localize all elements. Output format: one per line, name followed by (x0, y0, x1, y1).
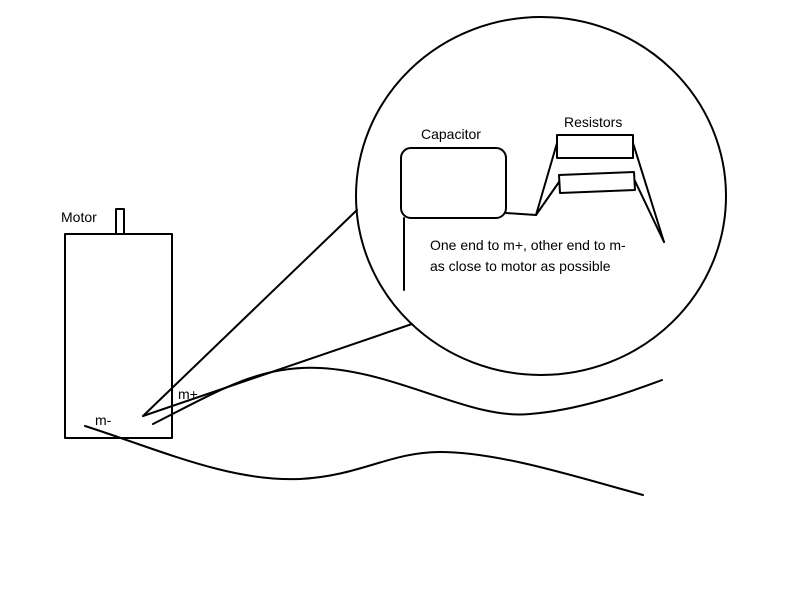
wire-m-minus (84, 425, 644, 496)
note-line-2: as close to motor as possible (430, 258, 611, 274)
note-line-1: One end to m+, other end to m- (430, 237, 626, 253)
resistor-bottom (558, 171, 636, 194)
capacitor-lead-right (505, 212, 537, 216)
m-minus-label: m- (95, 412, 112, 428)
magnifier-line-upper (142, 209, 358, 417)
motor-label: Motor (61, 209, 97, 225)
motor-body (64, 233, 173, 439)
resistor-top (556, 134, 634, 159)
resistor-top-left-lead (535, 142, 558, 216)
capacitor-label: Capacitor (421, 126, 481, 142)
resistor-top-right-lead (632, 142, 665, 243)
resistors-label: Resistors (564, 114, 622, 130)
resistor-bottom-left-lead (535, 181, 560, 216)
capacitor (400, 147, 507, 219)
motor-shaft (115, 208, 125, 235)
resistor-bottom-right-lead (634, 180, 665, 243)
wire-m-plus (152, 366, 663, 425)
zoom-circle (355, 16, 727, 376)
